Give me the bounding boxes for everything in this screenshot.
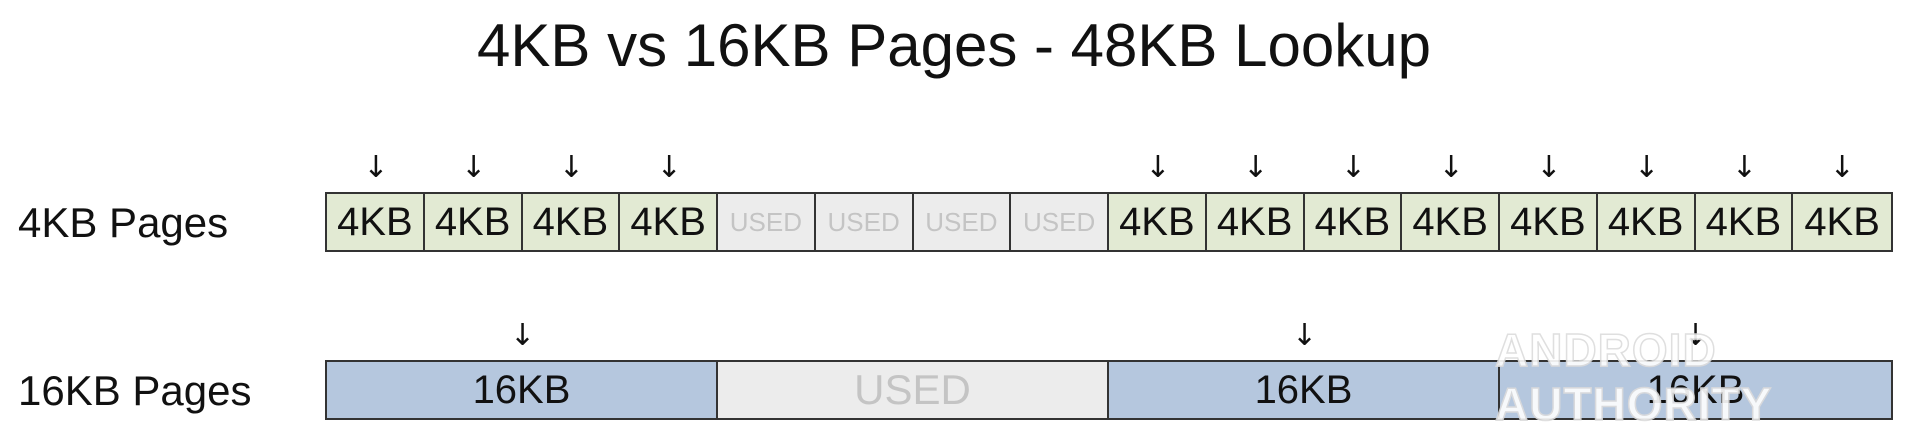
4kb-lookup-arrow-icon: ↓ [1438, 150, 1464, 185]
4kb-page-cell-2: 4KB [424, 194, 523, 250]
row-label-16kb: 16KB Pages [18, 367, 252, 414]
16kb-lookup-arrow-icon: ↓ [1682, 318, 1709, 353]
4kb-lookup-arrow-icon: ↓ [1731, 150, 1757, 185]
4kb-lookup-arrow-icon: ↓ [1634, 150, 1660, 185]
4kb-page-cell-12: 4KB [1402, 194, 1500, 250]
4kb-page-cell-8: USED [1011, 194, 1109, 250]
diagram-title: 4KB vs 16KB Pages - 48KB Lookup [477, 12, 1431, 79]
16kb-lookup-arrow-icon: ↓ [1291, 318, 1318, 353]
4kb-page-cell-10: 4KB [1206, 194, 1305, 250]
4kb-lookup-arrow-icon: ↓ [1145, 150, 1171, 185]
4kb-page-cell-15: 4KB [1695, 194, 1794, 250]
4kb-lookup-arrow-icon: ↓ [1829, 150, 1855, 185]
4kb-page-cell-7: USED [913, 194, 1012, 250]
4kb-page-cell-4: 4KB [620, 194, 718, 250]
4kb-lookup-arrow-icon: ↓ [1536, 150, 1562, 185]
watermark-logo: ANDROID AUTHORITY [1494, 323, 1773, 431]
16kb-page-cell-4: 16KB [1500, 362, 1891, 418]
row-label-4kb: 4KB Pages [18, 199, 229, 246]
4kb-page-cell-11: 4KB [1304, 194, 1403, 250]
4kb-lookup-arrow-icon: ↓ [363, 150, 389, 185]
4kb-lookup-arrow-icon: ↓ [1243, 150, 1269, 185]
16kb-page-cell-1: 16KB [327, 362, 718, 418]
16kb-page-cell-2: USED [718, 362, 1109, 418]
4kb-page-cell-1: 4KB [327, 194, 425, 250]
4kb-lookup-arrow-icon: ↓ [558, 150, 584, 185]
4kb-page-cell-13: 4KB [1500, 194, 1598, 250]
4kb-page-cell-3: 4KB [522, 194, 621, 250]
4kb-page-cell-5: USED [718, 194, 816, 250]
4kb-page-cell-16: 4KB [1793, 194, 1891, 250]
4kb-lookup-arrow-icon: ↓ [1340, 150, 1366, 185]
16kb-lookup-arrow-icon: ↓ [509, 318, 536, 353]
4kb-lookup-arrow-icon: ↓ [461, 150, 487, 185]
4kb-page-cell-14: 4KB [1597, 194, 1696, 250]
4kb-page-cell-9: 4KB [1109, 194, 1207, 250]
4kb-lookup-arrow-icon: ↓ [656, 150, 682, 185]
4kb-page-cell-6: USED [815, 194, 914, 250]
16kb-page-cell-3: 16KB [1109, 362, 1500, 418]
